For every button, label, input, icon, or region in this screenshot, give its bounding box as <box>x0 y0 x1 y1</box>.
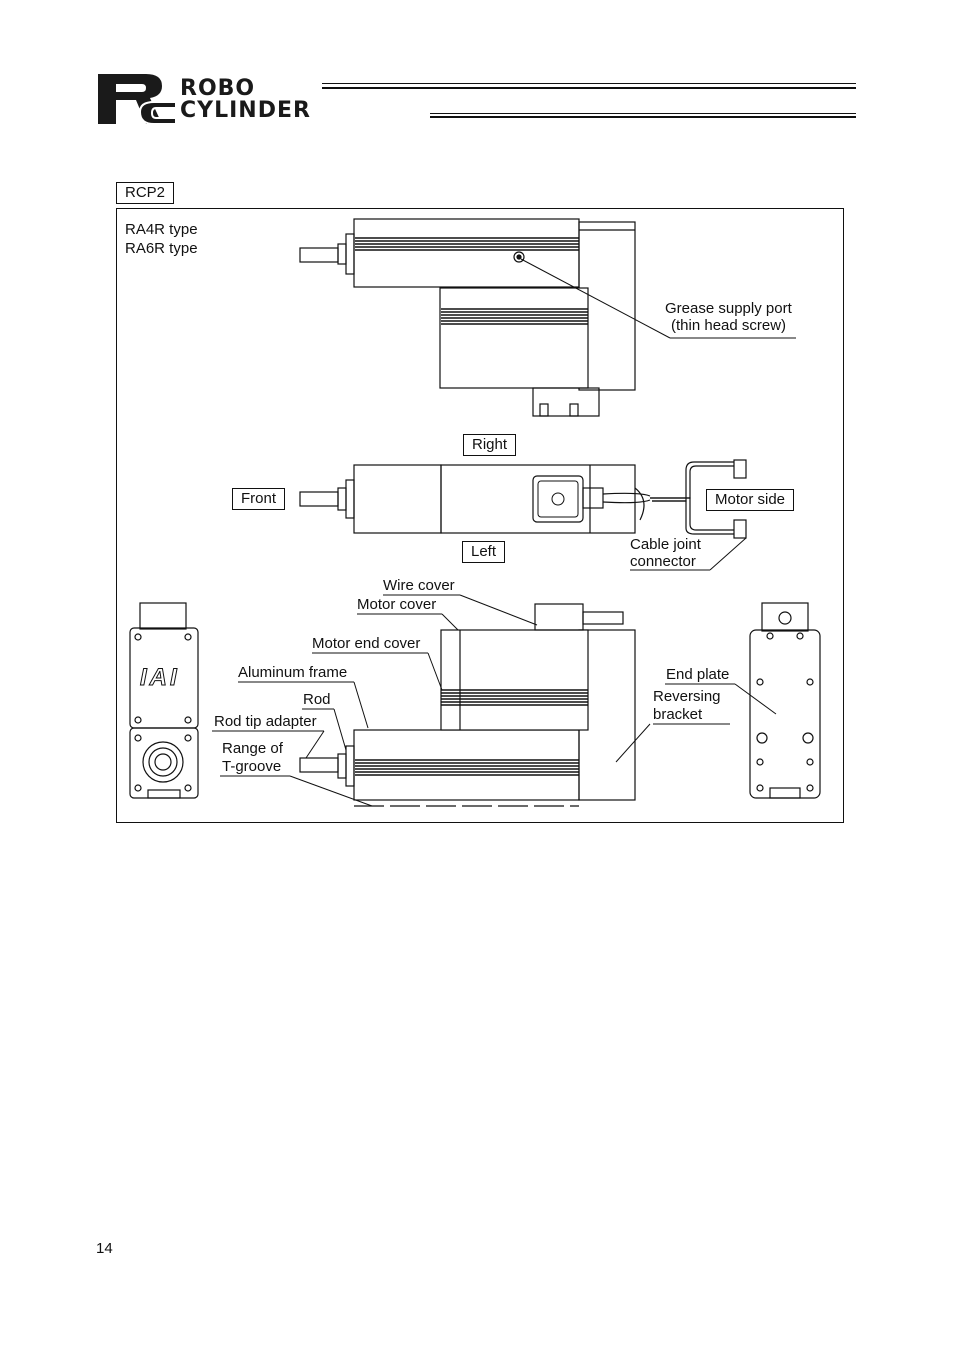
top-view <box>299 218 636 417</box>
t-groove-label: Range of <box>222 740 283 757</box>
wire-cover-label: Wire cover <box>383 577 455 594</box>
aluminum-frame-label: Aluminum frame <box>238 664 348 681</box>
view-label-motor-side: Motor side <box>706 489 795 511</box>
reversing-bracket-sublabel: bracket <box>653 706 703 723</box>
page-number: 14 <box>96 1240 113 1257</box>
header-rule-bottom-2 <box>430 116 856 118</box>
diagram-frame <box>116 208 844 823</box>
logo-text-robo: ROBO <box>180 76 256 101</box>
end-plate-label: End plate <box>666 666 730 683</box>
side-view <box>299 464 651 534</box>
bottom-side-view <box>299 603 636 807</box>
type-label-ra6r: RA6R type <box>125 240 198 257</box>
rod-tip-adapter-label: Rod tip adapter <box>214 713 317 730</box>
view-label-right: Right <box>463 434 517 456</box>
grease-port-sublabel: (thin head screw) <box>671 317 787 334</box>
header-rule-bottom-1 <box>430 113 856 114</box>
motor-end-cover-label: Motor end cover <box>312 635 421 652</box>
header-rule-top-2 <box>322 87 856 89</box>
header-rule-top-1 <box>322 83 856 84</box>
cable-joint-label: Cable joint <box>630 536 701 553</box>
view-label-left: Left <box>462 541 506 563</box>
reversing-bracket-label: Reversing <box>653 688 721 705</box>
rc-logo-icon <box>98 74 177 125</box>
top-view-grooves <box>355 237 588 325</box>
front-end-view <box>129 602 199 799</box>
cable-branches <box>630 459 747 571</box>
grease-port-label: Grease supply port <box>665 300 792 317</box>
motor-cover-label: Motor cover <box>357 596 437 613</box>
logo-text-cylinder: CYLINDER <box>180 98 311 123</box>
type-label-ra4r: RA4R type <box>125 221 198 238</box>
rod-label: Rod <box>303 691 331 708</box>
view-label-front: Front <box>232 488 286 510</box>
t-groove-sublabel: T-groove <box>222 758 282 775</box>
section-tag: RCP2 <box>116 182 175 204</box>
front-view-logo: IAI <box>140 664 180 692</box>
cable-joint-sublabel: connector <box>630 553 696 570</box>
bottom-view-grooves <box>355 689 588 776</box>
rear-end-view <box>749 602 821 799</box>
